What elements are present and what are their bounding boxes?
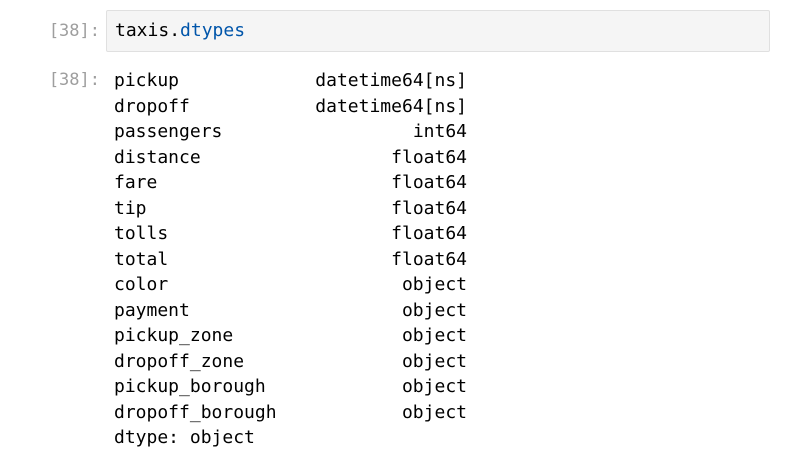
column-dtype: datetime64[ns] xyxy=(315,95,467,117)
column-dtype: object xyxy=(401,350,467,372)
output-prompt: [38]: xyxy=(48,70,100,90)
dtype-footer: dtype: object xyxy=(114,427,255,448)
column-dtype: float64 xyxy=(391,197,467,219)
dtype-row: total float64 xyxy=(114,247,494,273)
dtype-row: dropoff_zone object xyxy=(114,349,494,375)
column-dtype: float64 xyxy=(391,248,467,270)
code-attribute: dtypes xyxy=(180,20,246,41)
column-dtype: float64 xyxy=(391,146,467,168)
column-dtype: object xyxy=(401,325,467,346)
column-name: dropoff_borough xyxy=(114,401,277,423)
dtype-row: pickup_zone object xyxy=(114,323,494,349)
input-prompt: [38]: xyxy=(48,21,100,41)
column-name: tip xyxy=(114,197,147,219)
dtype-row: payment object xyxy=(114,298,494,324)
output-area: pickup datetime64[ns] dropoff datetime64[n… xyxy=(114,68,494,451)
code-object: taxis xyxy=(115,20,170,41)
column-dtype: int64 xyxy=(412,121,467,142)
dtype-row: tip float64 xyxy=(114,196,494,222)
column-dtype: float64 xyxy=(391,172,467,193)
column-name: pickup xyxy=(114,70,180,91)
dtype-row: distance float64 xyxy=(114,145,494,171)
column-dtype: object xyxy=(401,274,467,295)
column-dtype: object xyxy=(401,401,467,423)
column-dtype: object xyxy=(401,299,467,321)
column-name: passengers xyxy=(114,121,223,142)
dtype-row: color object xyxy=(114,272,494,298)
dtype-row: tolls float64 xyxy=(114,221,494,247)
code-editor[interactable]: taxis.dtypes xyxy=(106,10,770,52)
dtype-row: passengers int64 xyxy=(114,119,494,145)
column-name: total xyxy=(114,248,169,270)
column-name: distance xyxy=(114,146,201,168)
column-name: pickup_borough xyxy=(114,376,266,397)
code-dot: . xyxy=(169,20,181,41)
column-name: dropoff_zone xyxy=(114,350,245,372)
column-name: tolls xyxy=(114,223,169,244)
column-name: color xyxy=(114,274,169,295)
output-cell: [38]: pickup datetime64[ns] dropoff dateti… xyxy=(0,68,787,453)
column-name: fare xyxy=(114,172,158,193)
dtype-row: dropoff_borough object xyxy=(114,400,494,426)
column-name: dropoff xyxy=(114,95,190,117)
dtype-row: fare float64 xyxy=(114,170,494,196)
dtype-row: pickup_borough object xyxy=(114,374,494,400)
input-cell[interactable]: [38]: taxis.dtypes xyxy=(0,10,787,52)
column-dtype: float64 xyxy=(391,223,467,244)
dtype-row: pickup datetime64[ns] xyxy=(114,68,494,94)
code-text: taxis.dtypes xyxy=(115,21,245,41)
dtype-row: dropoff datetime64[ns] xyxy=(114,94,494,120)
column-name: pickup_zone xyxy=(114,325,234,346)
column-dtype: datetime64[ns] xyxy=(315,70,467,91)
column-dtype: object xyxy=(401,376,467,397)
column-name: payment xyxy=(114,299,190,321)
